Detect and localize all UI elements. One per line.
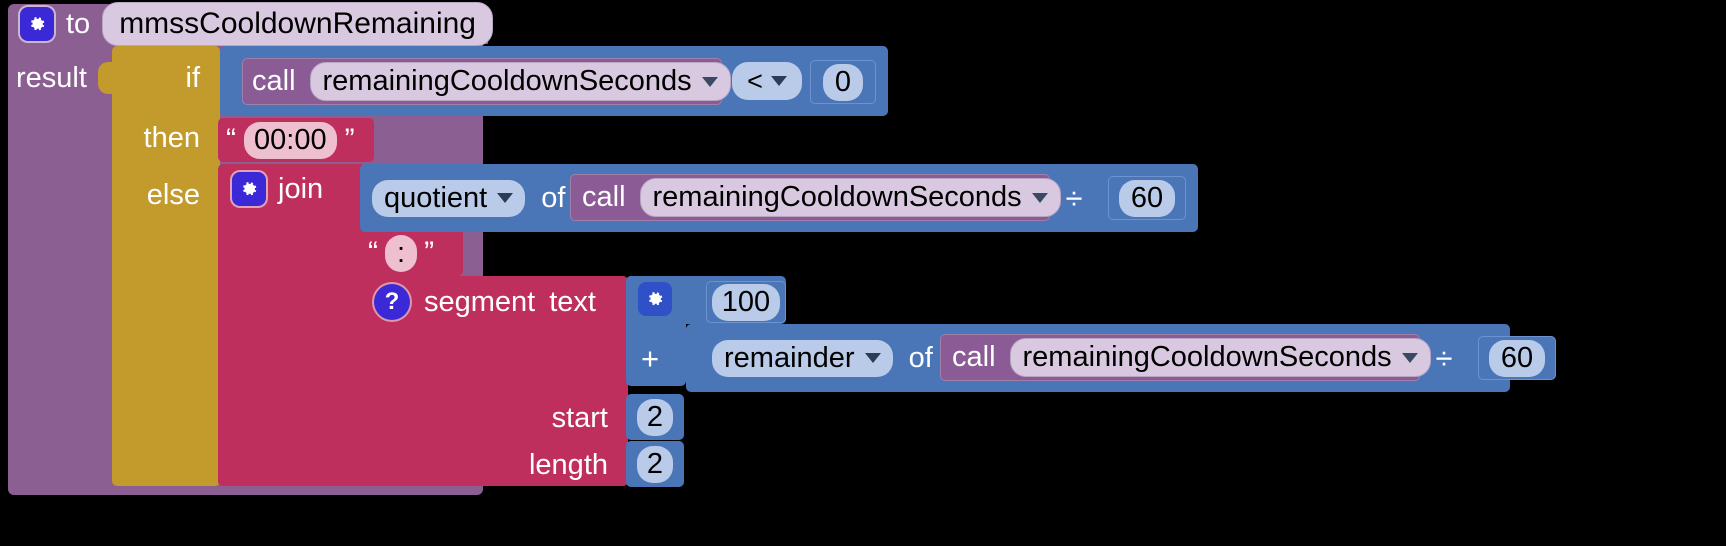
segment-label: segment <box>424 285 536 318</box>
if-socket <box>206 64 224 94</box>
call-procedure-dropdown[interactable]: remainingCooldownSeconds <box>639 178 1061 217</box>
number-60-b-wrap: 60 <box>1478 336 1556 380</box>
if-label: if <box>185 61 201 94</box>
close-quote: ” <box>344 123 355 156</box>
quotient-operator-name: quotient <box>384 181 488 214</box>
help-icon[interactable]: ? <box>374 284 410 320</box>
call-procedure-dropdown[interactable]: remainingCooldownSeconds <box>1009 338 1431 377</box>
join-label: join <box>278 172 324 205</box>
divide-symbol-1: ÷ <box>1065 180 1083 216</box>
text-label: text <box>549 285 596 318</box>
join-header-row: join <box>232 166 362 212</box>
remainder-operator-dropdown[interactable]: remainder <box>712 339 893 377</box>
operator-symbol: < <box>747 65 763 96</box>
gear-icon[interactable] <box>232 172 266 206</box>
call-row-1: call remainingCooldownSeconds <box>252 58 731 105</box>
number-field-60-a[interactable]: 60 <box>1118 179 1176 217</box>
call-procedure-dropdown[interactable]: remainingCooldownSeconds <box>309 62 731 101</box>
remainder-operator-name: remainder <box>724 341 855 374</box>
quotient-operator-dropdown[interactable]: quotient <box>372 179 526 217</box>
segment-header-row: ? segment text <box>374 280 630 324</box>
chevron-down-icon[interactable] <box>1031 192 1048 203</box>
text-block-colon-row: “ : ” <box>368 232 464 274</box>
addition-gear-wrap <box>638 282 678 318</box>
number-100-wrap: 100 <box>706 281 786 323</box>
plus-symbol: + <box>640 340 660 376</box>
number-length-wrap: 2 <box>626 441 684 487</box>
text-field-colon[interactable]: : <box>385 234 418 272</box>
number-field-60-b[interactable]: 60 <box>1488 339 1546 377</box>
if-then-else-block[interactable] <box>112 46 220 486</box>
number-field-start[interactable]: 2 <box>636 398 674 436</box>
text-field-0000[interactable]: 00:00 <box>244 121 337 159</box>
divide-symbol-2: ÷ <box>1435 340 1453 376</box>
call-procedure-name: remainingCooldownSeconds <box>652 181 1022 213</box>
start-label: start <box>551 401 608 434</box>
chevron-down-icon[interactable] <box>701 76 718 87</box>
else-label: else <box>146 178 200 211</box>
chevron-down-icon[interactable] <box>1401 352 1418 363</box>
call-label: call <box>252 65 296 97</box>
number-0-wrap: 0 <box>810 60 876 104</box>
call-label: call <box>952 341 996 373</box>
chevron-down-icon[interactable] <box>864 353 881 363</box>
number-60-a-wrap: 60 <box>1108 176 1186 220</box>
gear-icon[interactable] <box>638 282 672 316</box>
length-label: length <box>528 448 608 481</box>
close-quote: ” <box>424 236 435 269</box>
of-label: of <box>541 181 566 214</box>
to-label: to <box>66 7 91 40</box>
of-label: of <box>908 341 933 374</box>
chevron-down-icon[interactable] <box>770 76 787 86</box>
call-row-3: call remainingCooldownSeconds <box>952 334 1431 381</box>
call-label: call <box>582 181 626 213</box>
procedure-header-row: to mmssCooldownRemaining <box>20 2 493 46</box>
call-procedure-name: remainingCooldownSeconds <box>1022 341 1392 373</box>
open-quote: “ <box>368 236 378 269</box>
number-field-length[interactable]: 2 <box>636 445 674 483</box>
call-procedure-name: remainingCooldownSeconds <box>322 65 692 97</box>
then-label: then <box>143 121 200 154</box>
number-field-100[interactable]: 100 <box>711 283 781 321</box>
chevron-down-icon[interactable] <box>497 193 514 203</box>
call-row-2: call remainingCooldownSeconds <box>582 174 1061 221</box>
text-block-0000-row: “ 00:00 ” <box>226 118 376 162</box>
number-field-0[interactable]: 0 <box>822 63 864 101</box>
open-quote: “ <box>226 123 236 156</box>
result-socket-notch <box>98 62 114 94</box>
procedure-name-field[interactable]: mmssCooldownRemaining <box>102 2 493 46</box>
comparison-operator-dropdown[interactable]: < <box>732 62 802 100</box>
gear-icon[interactable] <box>20 7 54 41</box>
quotient-row: quotient of <box>372 176 1198 220</box>
operator-field: < <box>732 62 802 100</box>
result-label: result <box>16 61 87 94</box>
number-start-wrap: 2 <box>626 394 684 440</box>
remainder-row: remainder of <box>712 336 1512 380</box>
